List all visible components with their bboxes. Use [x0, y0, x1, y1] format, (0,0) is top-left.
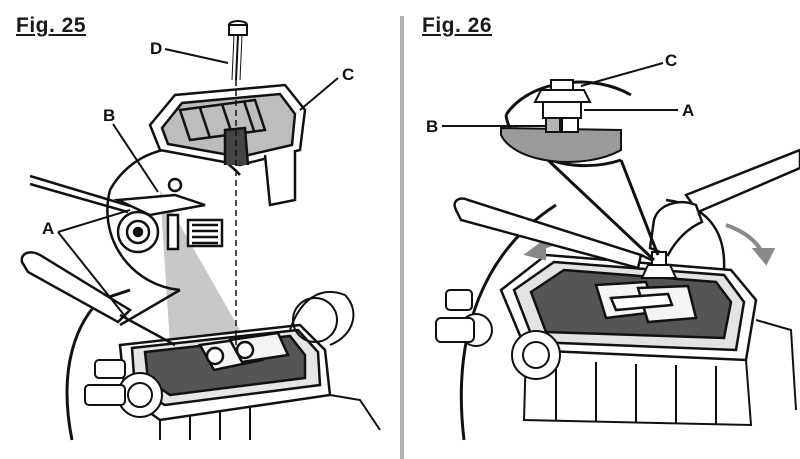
callout-a: A: [682, 101, 694, 120]
leader-lines: [442, 62, 678, 127]
wrench-tool: [648, 148, 800, 257]
side-fittings: [435, 289, 561, 380]
figure-26-illustration: C A B: [426, 51, 800, 441]
figure-25-title: Fig. 25: [16, 14, 87, 37]
leader-lines: [57, 48, 339, 321]
magnifier-detail: [106, 146, 241, 327]
panel-divider: [400, 16, 404, 459]
figure-26-title: Fig. 26: [422, 14, 493, 37]
figure-26-panel: Fig. 26: [406, 0, 800, 459]
callout-c: C: [342, 65, 354, 84]
side-fittings: [84, 359, 163, 418]
figure-25-illustration: D C B A: [20, 20, 381, 441]
magnifier-shadow: [160, 190, 240, 345]
callout-b: B: [426, 117, 438, 136]
cooling-fins: [159, 290, 381, 440]
adjuster-nut: [640, 251, 678, 279]
valve-cover: [148, 83, 307, 207]
magnifier-inner: [500, 79, 622, 163]
callout-c: C: [665, 51, 677, 70]
callout-a: A: [42, 219, 54, 238]
bolt: [228, 20, 248, 81]
callout-d: D: [150, 39, 162, 58]
figure-25-panel: Fig. 25: [0, 0, 398, 459]
feeler-gauge-tool: [20, 174, 176, 347]
callout-b: B: [103, 106, 115, 125]
cylinder-head: [499, 253, 758, 362]
